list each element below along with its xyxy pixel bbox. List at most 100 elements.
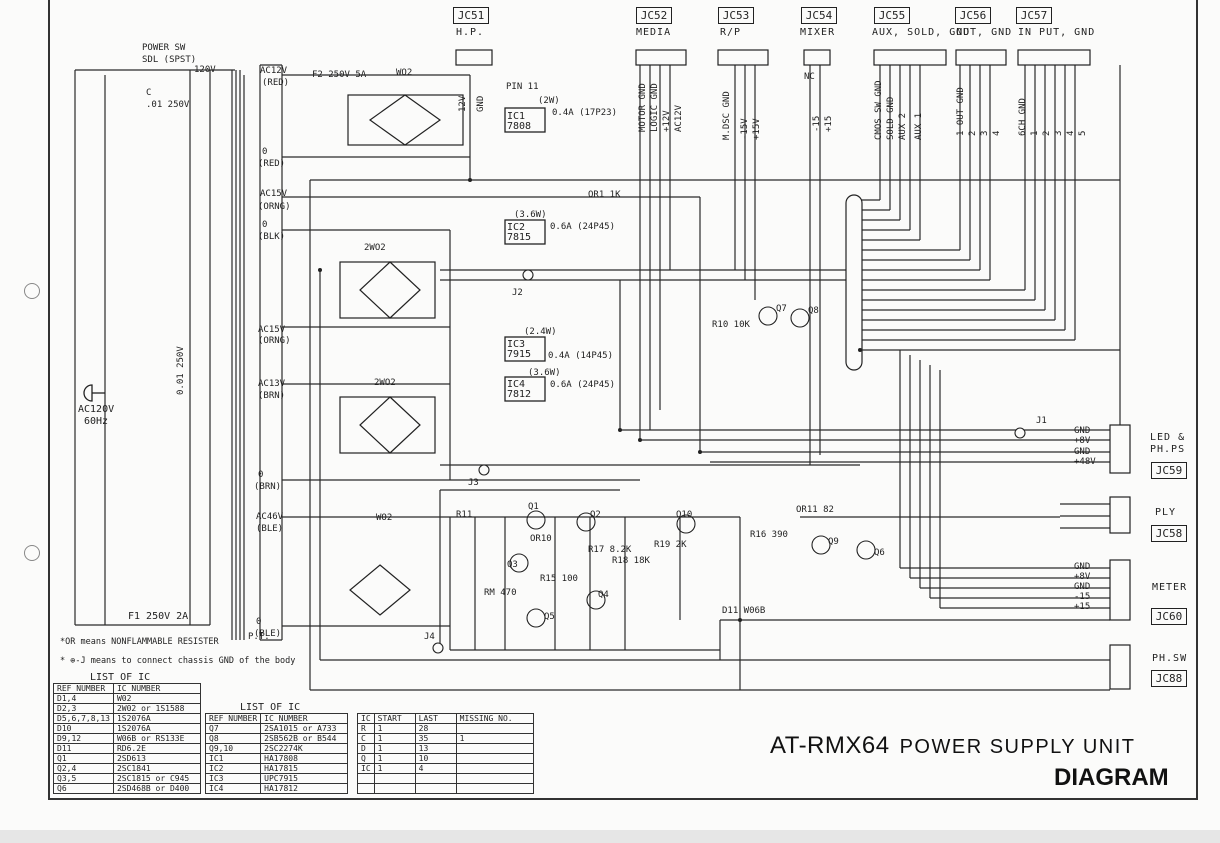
table3-row-cell: 1 bbox=[373, 763, 416, 774]
table3-row-cell bbox=[414, 783, 457, 794]
table3-row-cell: 13 bbox=[414, 743, 457, 754]
ac15v-top-label: AC15V bbox=[260, 189, 288, 199]
ac46v-label: AC46V bbox=[256, 512, 284, 522]
led-pin-1: GND bbox=[1074, 426, 1091, 436]
meter-pin-2: +8V bbox=[1074, 572, 1091, 582]
resistor-r15: R15 100 bbox=[540, 574, 578, 584]
ic1-power: (2W) bbox=[538, 96, 560, 106]
meter-pin-3: GND bbox=[1074, 582, 1091, 592]
transistor-q7: Q7 bbox=[776, 304, 787, 314]
bridge-2wo2-1: 2WO2 bbox=[364, 243, 386, 253]
resistor-r11: R11 bbox=[456, 510, 473, 520]
connector-jc59-name: LED & PH.PS bbox=[1150, 432, 1186, 455]
connector-jc60-name: METER bbox=[1152, 582, 1188, 593]
brn-label-2: (BRN) bbox=[254, 482, 282, 492]
fuse-f1-label: F1 250V 2A bbox=[128, 611, 189, 622]
table2-row-cell: Q8 bbox=[204, 733, 262, 744]
connector-jc55-name: AUX, SOLD, GND bbox=[872, 27, 971, 38]
resistor-r10: R10 10K bbox=[712, 320, 750, 330]
media-pin-4: AC12V bbox=[674, 104, 684, 132]
ic2-output: 0.6A (24P45) bbox=[550, 222, 616, 232]
resistor-rm: RM 470 bbox=[484, 588, 517, 598]
resistor-r17: R17 8.2K bbox=[588, 545, 632, 555]
out-pin-2: 2 bbox=[968, 130, 978, 136]
ac12v-color: (RED) bbox=[262, 78, 290, 88]
table1-row-cell: D1,4 bbox=[53, 693, 114, 704]
led-pin-2: +8V bbox=[1074, 436, 1091, 446]
in-pin-2: 1 bbox=[1030, 130, 1040, 136]
punch-hole-1 bbox=[24, 283, 40, 299]
table3-row-cell: 1 bbox=[455, 733, 534, 744]
mixer-pin-nc: NC bbox=[804, 72, 815, 82]
table2-row-cell: HA17815 bbox=[260, 763, 349, 774]
junction-j4: J4 bbox=[424, 632, 435, 642]
media-pin-1: MOTOR GND bbox=[638, 83, 648, 132]
table1-row-cell: 1S2076A bbox=[112, 713, 201, 724]
connector-jc60: JC60 bbox=[1151, 608, 1187, 625]
mixer-pin-3: +15 bbox=[824, 115, 834, 132]
transistor-q2: Q2 bbox=[590, 510, 601, 520]
table2-row-cell: HA17812 bbox=[260, 783, 349, 794]
table3-row-cell: 28 bbox=[414, 723, 457, 734]
table1-row-cell: D9,12 bbox=[53, 733, 114, 744]
table2-caption: LIST OF IC bbox=[240, 702, 301, 713]
punch-hole-2 bbox=[24, 545, 40, 561]
ic4-label: IC4 7812 bbox=[507, 379, 532, 400]
connector-jc52-name: MEDIA bbox=[636, 27, 672, 38]
scan-edge bbox=[0, 830, 1220, 843]
table3-row-cell bbox=[455, 723, 534, 734]
table3-row-cell: 10 bbox=[414, 753, 457, 764]
table1-row-cell: Q1 bbox=[53, 753, 114, 764]
transistor-q10: Q10 bbox=[676, 510, 693, 520]
connector-jc54-name: MIXER bbox=[800, 27, 836, 38]
junction-j1: J1 bbox=[1036, 416, 1047, 426]
out-pin-4: 4 bbox=[992, 130, 1002, 136]
table1-caption: LIST OF IC bbox=[90, 672, 151, 683]
hp-pin-12v: 12V bbox=[458, 95, 468, 112]
table3-row-cell bbox=[414, 773, 457, 784]
table1-row-cell: 2SC1815 or C945 bbox=[112, 773, 201, 784]
transistor-q4: Q4 bbox=[598, 590, 609, 600]
media-pin-3: +12V bbox=[662, 110, 672, 132]
junction-j3: J3 bbox=[468, 478, 479, 488]
connector-jc88-name: PH.SW bbox=[1152, 653, 1188, 664]
table2-row-cell: 2SB562B or B544 bbox=[260, 733, 349, 744]
orng-label: (ORNG) bbox=[258, 202, 291, 212]
table2-header-ref: REF NUMBER bbox=[204, 713, 262, 724]
table3-header-ic: IC bbox=[357, 713, 375, 724]
ic1-label: IC1 7808 bbox=[507, 111, 532, 132]
table3-row-cell: C bbox=[357, 733, 375, 744]
resistor-or11: OR11 82 bbox=[796, 505, 834, 515]
table2-row-cell: IC1 bbox=[204, 753, 262, 764]
table2-row-cell: HA17808 bbox=[260, 753, 349, 764]
table3-row-cell bbox=[357, 773, 375, 784]
table3-row-cell: 1 bbox=[373, 733, 416, 744]
connector-jc53-name: R/P bbox=[720, 27, 742, 38]
connector-jc58-name: PLY bbox=[1155, 507, 1177, 518]
rp-pin-1: M.DSC GND bbox=[722, 91, 732, 140]
table1-header-ref: REF NUMBER bbox=[53, 683, 114, 694]
ac12v-zero: 0 bbox=[262, 147, 268, 157]
model-number: AT-RMX64 bbox=[770, 732, 890, 759]
transistor-q8: Q8 bbox=[808, 306, 819, 316]
capacitor-vertical-value: 0.01 250V bbox=[176, 346, 186, 395]
table1-row-cell: D2,3 bbox=[53, 703, 114, 714]
table3-row-cell: IC bbox=[357, 763, 375, 774]
table3-header-missing: MISSING NO. bbox=[455, 713, 534, 724]
connector-jc54: JC54 bbox=[801, 7, 837, 24]
table3-row-cell bbox=[455, 783, 534, 794]
out-pin-1: 1 OUT GND bbox=[956, 87, 966, 136]
brn-label: (BRN) bbox=[258, 391, 286, 401]
